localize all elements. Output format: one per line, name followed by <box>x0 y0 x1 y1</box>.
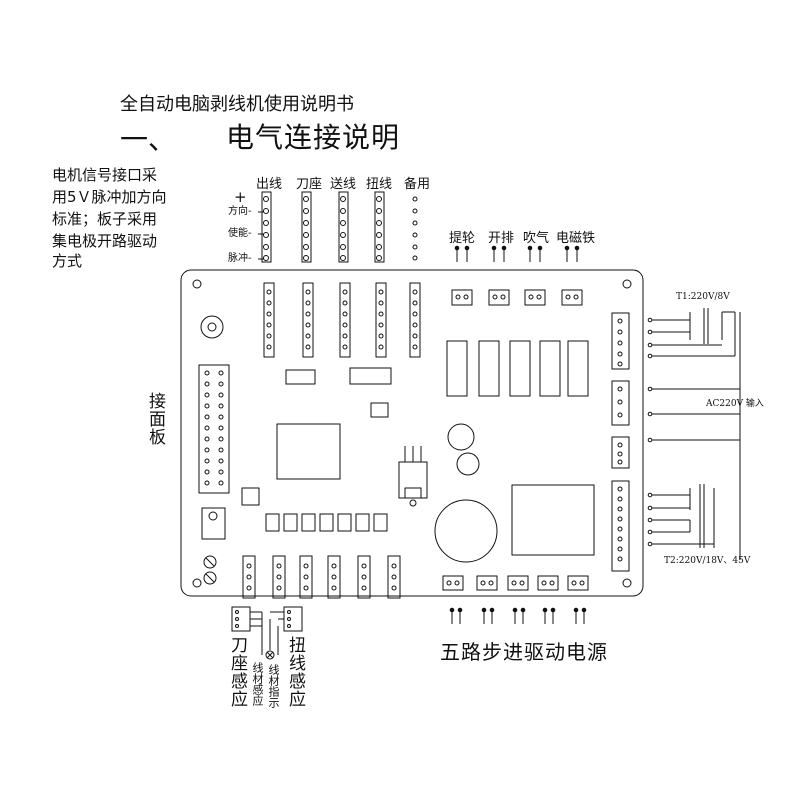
plus-label: + <box>234 188 247 206</box>
mounting-hole <box>192 279 202 289</box>
io-connectors <box>451 289 583 306</box>
stepper-power-leads <box>451 610 585 624</box>
note-line: 集电极开路驱动 <box>52 232 158 250</box>
led-cross <box>266 651 274 659</box>
pulse-label: 脉冲- <box>228 253 252 264</box>
relays <box>446 340 589 397</box>
note-line: 用5Ｖ脉冲加方向 <box>52 188 167 206</box>
stepper-power-label: 五路步进驱动电源 <box>440 640 608 664</box>
transformer-t2 <box>650 484 715 548</box>
io-label-air-blow: 吹气 <box>523 231 550 246</box>
right-connector-pins <box>617 318 623 562</box>
stepper-power-connectors <box>442 575 589 591</box>
sensor-plug-pins <box>235 610 291 628</box>
right-wire-ends <box>647 317 653 547</box>
signal-leader-lines <box>258 211 264 260</box>
mounting-hole <box>622 279 632 289</box>
voltage-regulator <box>398 446 428 507</box>
io-label-open-row: 开排 <box>488 231 515 246</box>
io-terminals <box>456 248 578 262</box>
screw-terminal <box>208 511 218 521</box>
small-component <box>241 487 260 506</box>
connector-ac <box>611 380 630 426</box>
transformer1-label: T1:220V/8V <box>676 292 730 302</box>
section-heading: 电气连接说明 <box>226 121 401 154</box>
motor-header-knife: 刀座 <box>296 177 323 192</box>
ic-chip <box>349 367 392 385</box>
panel-connector-pins <box>204 370 224 486</box>
sensor-wires <box>250 611 284 655</box>
knife-sense-label: 刀座感应 <box>227 636 247 708</box>
motor-header-feed: 送线 <box>330 177 357 192</box>
motor-headers-onboard <box>263 282 421 358</box>
capacitor <box>456 452 480 476</box>
panel-connector-label: 接面板 <box>145 392 165 446</box>
screw-terminal <box>203 571 217 585</box>
capacitor <box>447 423 475 451</box>
wire-indicator-label: 线材指示 <box>267 664 280 708</box>
twist-sense-label: 扭线感应 <box>285 636 305 708</box>
note-line: 标准；板子采用 <box>52 210 158 228</box>
mounting-hole <box>192 578 202 588</box>
motor-signal-plugs <box>261 191 385 263</box>
connector-t1 <box>611 312 630 370</box>
screw-terminal <box>203 555 217 569</box>
plug-pins <box>263 196 418 261</box>
led-row <box>265 513 388 532</box>
power-module <box>511 484 595 556</box>
note-line: 电机信号接口采 <box>52 166 158 184</box>
transformer2-label: T2:220V/18V、45V <box>664 556 751 566</box>
section-number: 一、 <box>120 123 177 156</box>
io-terminal-ends <box>454 245 580 251</box>
note-line: 方式 <box>52 252 83 270</box>
io-label-lift-wheel: 提轮 <box>449 231 476 246</box>
twist-sensor-plug <box>283 606 303 632</box>
motor-header-twist: 扭线 <box>366 177 393 192</box>
buzzer-center <box>207 322 217 332</box>
enable-label: 使能- <box>228 228 252 239</box>
io-connector-pins <box>455 294 579 300</box>
screw-slots <box>205 557 215 583</box>
buzzer <box>200 315 224 339</box>
transformer-t1 <box>650 308 736 357</box>
sensor-connectors <box>242 555 401 599</box>
mounting-hole <box>622 578 632 588</box>
panel-connector <box>198 364 230 494</box>
ac-input-wires <box>650 312 741 560</box>
motor-header-outlet: 出线 <box>256 177 283 192</box>
ic-chip <box>285 369 316 385</box>
connector-t2 <box>611 480 630 572</box>
small-component <box>370 402 389 418</box>
stepper-lead-ends <box>449 607 587 613</box>
wire-sense-label: 线材感应 <box>251 662 264 706</box>
document-title: 全自动电脑剥线机使用说明书 <box>120 94 354 115</box>
control-board <box>180 269 644 597</box>
sensor-connector-pins <box>246 563 397 591</box>
motor-header-spare: 备用 <box>404 177 431 192</box>
stepper-connector-pins <box>446 580 585 586</box>
io-label-solenoid: 电磁铁 <box>556 231 596 246</box>
connector-dc <box>611 436 630 469</box>
large-capacitor <box>434 499 498 563</box>
microcontroller <box>276 423 341 480</box>
terminal-block <box>201 507 226 540</box>
header-pins <box>266 289 418 350</box>
direction-label: 方向- <box>228 206 252 217</box>
knife-sensor-plug <box>231 606 251 632</box>
ac-input-label: AC220V 输入 <box>706 399 764 409</box>
wire-indicator-led <box>265 650 275 660</box>
